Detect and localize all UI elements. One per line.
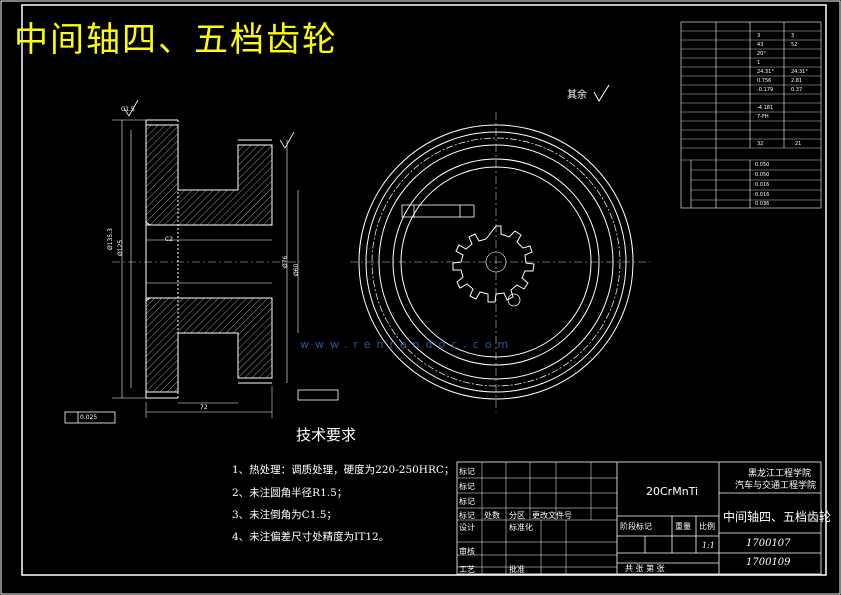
title-block-grid [457,462,617,574]
watermark: www.renrendoc.com [300,338,515,351]
title-block [456,461,822,575]
width-dim-label: 72 [200,404,208,411]
diam-c-label: Ø76 [282,255,289,268]
tb-label-zhongliang: 重量 [675,522,691,531]
tech-requirement-item: 3、未注倒角为C1.5； [232,509,337,521]
tech-requirement-item: 4、未注偏差尺寸处精度为IT12。 [232,531,390,543]
rest-finish-label: 其余 [567,90,587,101]
chamfer-left-label: C2 [165,236,174,243]
diam-b-label: Ø125 [117,239,124,256]
tb-school: 黑龙江工程学院 [748,469,812,479]
tb-label-pizhun: 批准 [509,565,525,574]
section-view [64,99,339,424]
tb-label-chushu: 处数 [484,511,500,520]
drawing-title: 中间轴四、五档齿轮 [14,20,338,60]
tb-label-biaoji-3: 标记 [459,497,475,506]
tb-label-biaoji-4: 标记 [459,511,475,520]
front-view [350,112,650,412]
spline-bore [452,225,535,303]
tb-label-sheji: 设计 [459,523,475,532]
tb-label-jieduan: 阶段标记 [620,522,652,531]
param-table-rows [681,30,821,201]
tb-label-biaoji-2: 标记 [459,482,475,491]
tb-sheet: 共 张 第 张 [625,564,665,573]
diam-a-label: Ø135.3 [107,228,114,250]
chamfer-top-label: C1.5 [121,106,135,113]
tb-label-bili: 比例 [699,522,715,531]
tb-part-name: 中间轴四、五档齿轮 [723,510,832,524]
tech-requirement-item: 1、热处理：调质处理，硬度为220-250HRC； [232,464,455,476]
tb-material: 20CrMnTi [646,485,699,498]
tb-label-biaoji: 标记 [459,467,475,476]
runout-label: 0.025 [80,414,98,421]
tb-label-biaozhunhua: 标准化 [509,523,533,532]
diam-d-label: Ø60 [293,263,300,276]
tb-department: 汽车与交通工程学院 [735,481,817,491]
tb-scale: 1:1 [702,541,715,550]
tb-label-shenhe: 审核 [459,547,475,556]
tb-label-fenqu: 分区 [509,511,525,520]
tb-number-1: 1700107 [746,538,791,549]
tech-requirement-item: 2、未注圆角半径R1.5； [232,487,348,499]
tb-number-2: 1700109 [746,557,791,568]
tb-label-gongyi: 工艺 [459,565,475,574]
tech-requirements-heading: 技术要求 [296,426,357,444]
tb-label-gengai: 更改文件号 [532,511,572,520]
